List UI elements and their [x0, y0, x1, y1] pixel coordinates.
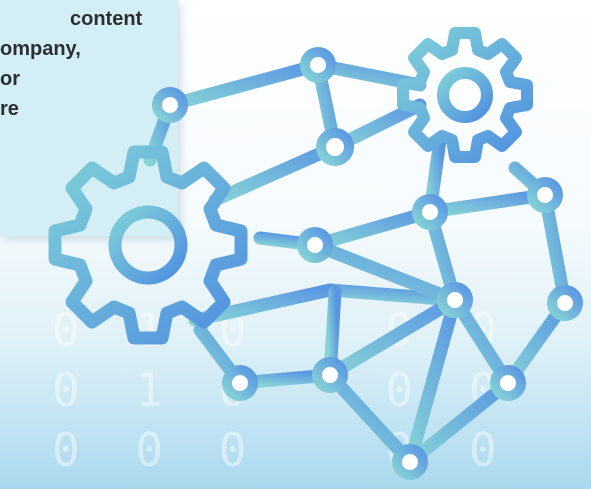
network-node: [437, 282, 473, 318]
network-node: [222, 365, 258, 401]
panel-text-line: ompany,: [0, 38, 81, 60]
gear-icon-large: [48, 145, 248, 345]
network-node: [392, 444, 428, 480]
network-node: [547, 285, 583, 321]
network-nodes: [152, 47, 583, 480]
panel-text-line: or: [0, 68, 20, 90]
panel-text: content ompany, or re: [0, 4, 178, 124]
network-node: [300, 47, 336, 83]
network-node: [412, 194, 448, 230]
network-node: [312, 357, 348, 393]
network-node: [490, 365, 526, 401]
network-node: [316, 128, 354, 166]
text-panel: content ompany, or re: [0, 0, 178, 236]
network-node: [152, 87, 188, 123]
network-node: [297, 227, 333, 263]
panel-text-line: re: [0, 98, 19, 120]
gear-icon-small: [397, 27, 533, 163]
network-node: [527, 177, 563, 213]
panel-text-line: content: [70, 8, 143, 30]
